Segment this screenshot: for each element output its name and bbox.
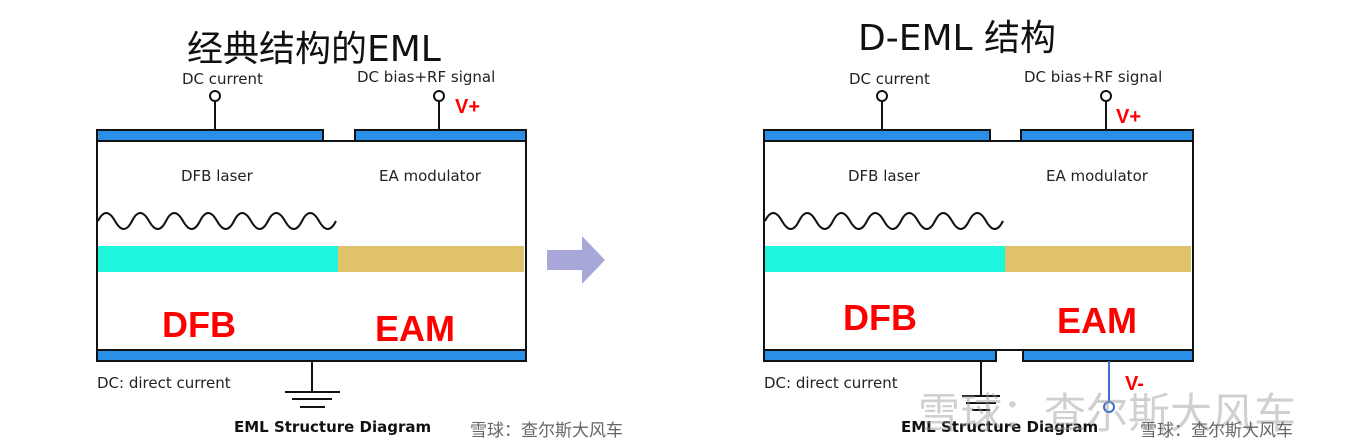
watermark-small-left: 雪球：查尔斯大风车 [470, 421, 623, 441]
right-caption: EML Structure Diagram [901, 418, 1099, 436]
watermark-small-right: 雪球：查尔斯大风车 [1140, 421, 1293, 441]
chip-body [96, 140, 527, 351]
arrow-right-icon [547, 236, 605, 284]
top-electrode-dfb [96, 129, 324, 142]
v-plus-label: V+ [1116, 106, 1142, 128]
v-minus-terminal [1103, 401, 1115, 413]
dc-note: DC: direct current [764, 374, 898, 392]
v-plus-label: V+ [455, 96, 481, 118]
dc-current-label: DC current [182, 70, 263, 88]
dc-bias-rf-label: DC bias+RF signal [357, 68, 496, 86]
grating-wave [97, 212, 337, 230]
ground-icon [285, 391, 340, 408]
dfb-laser-label: DFB laser [848, 167, 920, 185]
dc-current-terminal [209, 90, 221, 102]
dfb-laser-label: DFB laser [181, 167, 253, 185]
eam-core [338, 246, 524, 272]
watermark-large: 雪球：查尔斯大风车 [918, 389, 1297, 438]
v-minus-label: V- [1125, 373, 1144, 395]
right-deml-diagram [763, 90, 1194, 413]
left-title: 经典结构的EML [187, 29, 441, 70]
left-caption: EML Structure Diagram [234, 418, 432, 436]
ea-modulator-label: EA modulator [1046, 167, 1148, 185]
dc-note: DC: direct current [97, 374, 231, 392]
top-electrode-eam [354, 129, 527, 142]
dfb-label: DFB [162, 304, 236, 345]
rf-terminal [433, 90, 445, 102]
bottom-electrode-dfb [763, 349, 997, 362]
eam-label: EAM [1057, 300, 1137, 341]
eam-label: EAM [375, 308, 455, 349]
bottom-electrode-eam [1022, 349, 1194, 362]
ground-icon [962, 395, 1000, 411]
dc-current-label: DC current [849, 70, 930, 88]
dfb-core [98, 246, 338, 272]
ea-modulator-label: EA modulator [379, 167, 481, 185]
bottom-electrode [96, 349, 527, 362]
right-title: D-EML 结构 [858, 18, 1057, 59]
left-eml-diagram [96, 90, 527, 408]
dfb-label: DFB [843, 297, 917, 338]
dc-bias-rf-label: DC bias+RF signal [1024, 68, 1163, 86]
